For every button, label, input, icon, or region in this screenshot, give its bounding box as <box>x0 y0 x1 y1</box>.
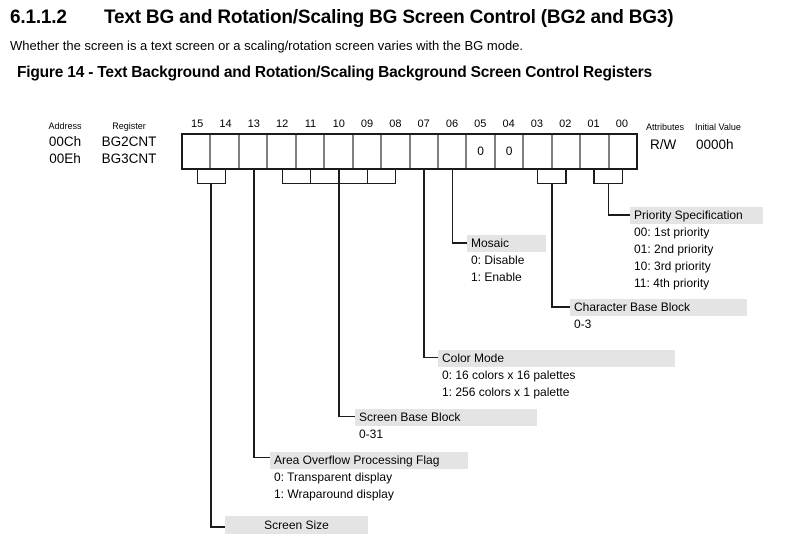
attributes-value: R/W <box>650 137 677 152</box>
connector-line <box>451 242 468 244</box>
bit-number: 10 <box>332 118 345 130</box>
bit-cell <box>297 135 326 168</box>
bit-number: 03 <box>530 118 544 130</box>
connector-line <box>224 170 226 184</box>
column-header-register: Register <box>112 121 146 131</box>
field-block-screen-base: Screen Base Block 0-31 <box>355 409 537 443</box>
field-title: Color Mode <box>438 350 675 367</box>
bit-cell <box>240 135 269 168</box>
column-header-address: Address <box>48 121 82 131</box>
field-title: Area Overflow Processing Flag <box>270 452 468 469</box>
address-value: 00Ch <box>48 134 82 149</box>
field-option: 0-3 <box>574 317 592 331</box>
field-option: 0: Transparent display <box>274 470 393 484</box>
connector-line <box>451 170 453 244</box>
field-title: Priority Specification <box>630 207 763 224</box>
bit-number: 00 <box>615 118 628 130</box>
connector-line <box>551 306 571 308</box>
bit-cell <box>553 135 582 168</box>
column-header-attributes: Attributes <box>646 122 685 132</box>
field-title: Character Base Block <box>570 299 747 316</box>
field-option: 0-31 <box>359 427 384 441</box>
connector-line <box>366 170 368 184</box>
initial-value: 0000h <box>696 137 734 152</box>
register-name: BG3CNT <box>101 151 157 166</box>
bit-number: 11 <box>304 118 317 130</box>
connector-line <box>196 170 198 184</box>
field-title: Screen Size <box>225 516 368 534</box>
field-block-priority: Priority Specification 00: 1st priority … <box>630 207 763 292</box>
connector-line <box>607 214 631 216</box>
field-block-character-base: Character Base Block 0-3 <box>570 299 747 333</box>
connector-line <box>281 170 283 184</box>
bit-number: 08 <box>389 118 402 130</box>
field-block-screen-size: Screen Size <box>225 516 368 534</box>
bit-number: 13 <box>247 118 260 130</box>
bit-cell: 0 <box>467 135 496 168</box>
section-number: 6.1.1.2 <box>10 7 67 28</box>
figure-caption: Figure 14 - Text Background and Rotation… <box>17 64 652 81</box>
field-block-area-overflow: Area Overflow Processing Flag 0: Transpa… <box>270 452 468 503</box>
field-title: Screen Base Block <box>355 409 537 426</box>
bit-cell <box>439 135 468 168</box>
connector-line <box>210 526 227 528</box>
connector-line <box>423 170 425 358</box>
bit-cell <box>411 135 439 168</box>
connector-line <box>423 356 439 358</box>
bit-number: 07 <box>417 118 430 130</box>
connector-line <box>394 170 396 184</box>
bit-number: 01 <box>587 118 600 130</box>
bit-cell <box>325 135 354 168</box>
register-name: BG2CNT <box>101 134 157 149</box>
field-title: Mosaic <box>467 235 546 252</box>
field-block-mosaic: Mosaic 0: Disable 1: Enable <box>467 235 546 286</box>
bit-cell <box>524 135 553 168</box>
field-option: 11: 4th priority <box>634 276 710 290</box>
field-option: 0: 16 colors x 16 palettes <box>442 368 576 382</box>
field-option: 00: 1st priority <box>634 225 710 239</box>
bit-cell <box>610 135 636 168</box>
address-value: 00Eh <box>49 151 81 166</box>
connector-line <box>621 170 623 184</box>
bit-number: 12 <box>275 118 289 130</box>
bit-cell <box>354 135 383 168</box>
connector-line <box>338 415 356 417</box>
connector-line <box>536 170 538 184</box>
section-title: Text BG and Rotation/Scaling BG Screen C… <box>104 7 674 28</box>
bit-number: 15 <box>191 118 204 130</box>
bit-number: 14 <box>219 118 232 130</box>
bit-cell <box>183 135 212 168</box>
connector-line <box>565 170 567 184</box>
bit-number: 04 <box>502 118 515 130</box>
connector-line <box>551 182 553 308</box>
field-option: 01: 2nd priority <box>634 242 714 256</box>
connector-line <box>607 182 609 216</box>
bit-number: 09 <box>360 118 374 130</box>
bit-number: 02 <box>559 118 572 130</box>
field-option: 1: Wraparound display <box>274 487 394 501</box>
field-option: 10: 3rd priority <box>634 259 711 273</box>
bit-number: 06 <box>445 118 459 130</box>
connector-line <box>210 182 212 528</box>
connector-line <box>593 170 595 184</box>
bit-cell: 0 <box>496 135 525 168</box>
connector-line <box>253 456 271 458</box>
field-option: 1: 256 colors x 1 palette <box>442 385 570 399</box>
field-option: 0: Disable <box>471 253 525 267</box>
connector-line <box>309 170 311 184</box>
connector-line <box>253 170 255 458</box>
intro-paragraph: Whether the screen is a text screen or a… <box>10 38 524 53</box>
field-option: 1: Enable <box>471 270 522 284</box>
bit-cell <box>382 135 411 168</box>
bit-number: 05 <box>474 118 487 130</box>
column-header-initial-value: Initial Value <box>695 122 741 132</box>
bit-cell <box>581 135 610 168</box>
connector-line <box>338 170 340 417</box>
bit-cell <box>211 135 240 168</box>
field-block-color-mode: Color Mode 0: 16 colors x 16 palettes 1:… <box>438 350 675 401</box>
bit-cell <box>268 135 297 168</box>
